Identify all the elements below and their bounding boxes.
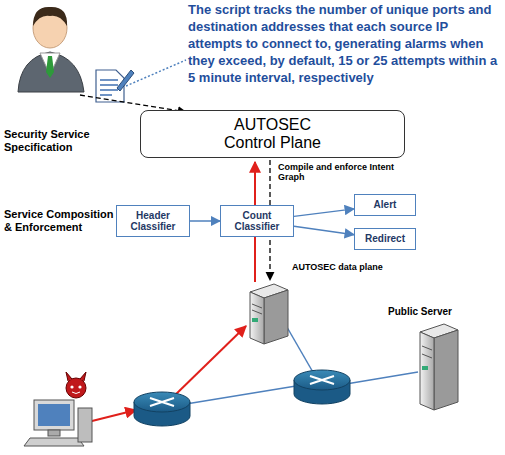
data-plane-server (250, 284, 288, 344)
network-link (346, 372, 418, 384)
device-label: Public Server (388, 306, 488, 318)
classifier-box: Count Classifier (220, 205, 294, 237)
callout-note: The script tracks the number of unique p… (188, 2, 500, 86)
action-box: Alert (354, 194, 416, 216)
node-text: Header Classifier (119, 210, 187, 233)
node-text: Alert (374, 199, 397, 211)
router-icon (294, 370, 350, 404)
arrow-label: Compile and enforce Intent Graph (278, 162, 398, 183)
action-box: Redirect (354, 228, 416, 250)
attacker-pc (24, 372, 92, 446)
classifier-box: Header Classifier (116, 205, 190, 237)
document-icon (96, 70, 134, 102)
device-label: AUTOSEC data plane (292, 262, 402, 272)
control-plane-box: AUTOSEC Control Plane (140, 110, 405, 158)
flow-arrow (294, 226, 354, 234)
public-server (420, 324, 458, 410)
node-text: AUTOSEC Control Plane (213, 116, 333, 153)
attack-path (88, 410, 136, 422)
node-text: Redirect (365, 233, 405, 245)
flow-arrow (190, 220, 220, 222)
section-label: Service Composition & Enforcement (4, 208, 116, 233)
flow-arrow (294, 209, 354, 217)
router-icon (134, 392, 190, 426)
node-text: Count Classifier (223, 210, 291, 233)
callout-leader (126, 60, 186, 86)
user-icon (18, 7, 84, 92)
network-link (186, 386, 296, 404)
attack-path (172, 326, 246, 398)
section-label: Security Service Specification (4, 128, 116, 153)
